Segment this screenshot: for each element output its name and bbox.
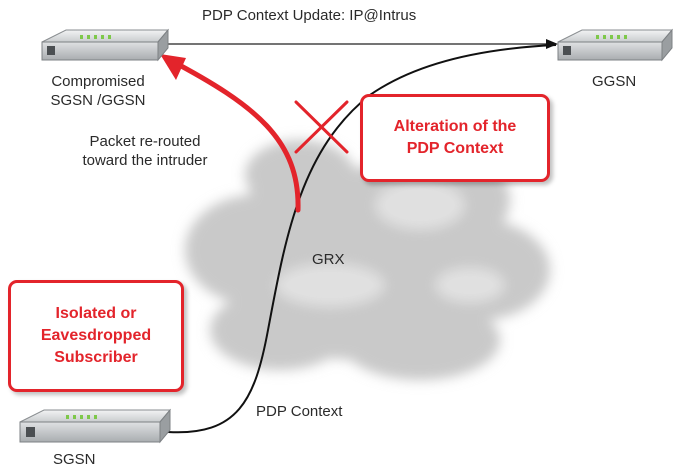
ggsn-label: GGSN [592, 73, 637, 90]
reroute-arrowhead [160, 54, 186, 80]
reroute-note: Packet re-routed toward the intruder [60, 132, 230, 170]
grx-cloud-highlights [275, 180, 505, 307]
pdp-context-path [167, 44, 557, 434]
ggsn-device [557, 28, 674, 62]
subscriber-line3: Subscriber [54, 349, 138, 366]
sgsn-device [19, 408, 172, 444]
blocked-x-mark [294, 100, 349, 154]
subscriber-line2: Eavesdropped [40, 327, 152, 344]
pdp-update-label: PDP Context Update: IP@Intrus [202, 7, 417, 24]
alteration-line2: PDP Context [406, 140, 504, 157]
subscriber-line1: Isolated or [55, 305, 137, 322]
compromised-label-line2: SGSN /GGSN [50, 92, 146, 109]
alteration-callout: Alteration of the PDP Context [360, 94, 550, 182]
compromised-label-line1: Compromised [51, 73, 145, 90]
compromised-sgsn-ggsn-device [41, 28, 170, 62]
pdp-context-label: PDP Context [256, 403, 343, 420]
grx-label: GRX [312, 251, 345, 268]
subscriber-callout: Isolated or Eavesdropped Subscriber [8, 280, 184, 392]
reroute-note-line1: Packet re-routed [89, 133, 201, 150]
reroute-note-line2: toward the intruder [82, 152, 208, 169]
alteration-line1: Alteration of the [393, 118, 517, 135]
compromised-node-label: Compromised SGSN /GGSN [28, 72, 168, 110]
sgsn-label: SGSN [53, 451, 96, 468]
reroute-path [167, 57, 301, 213]
